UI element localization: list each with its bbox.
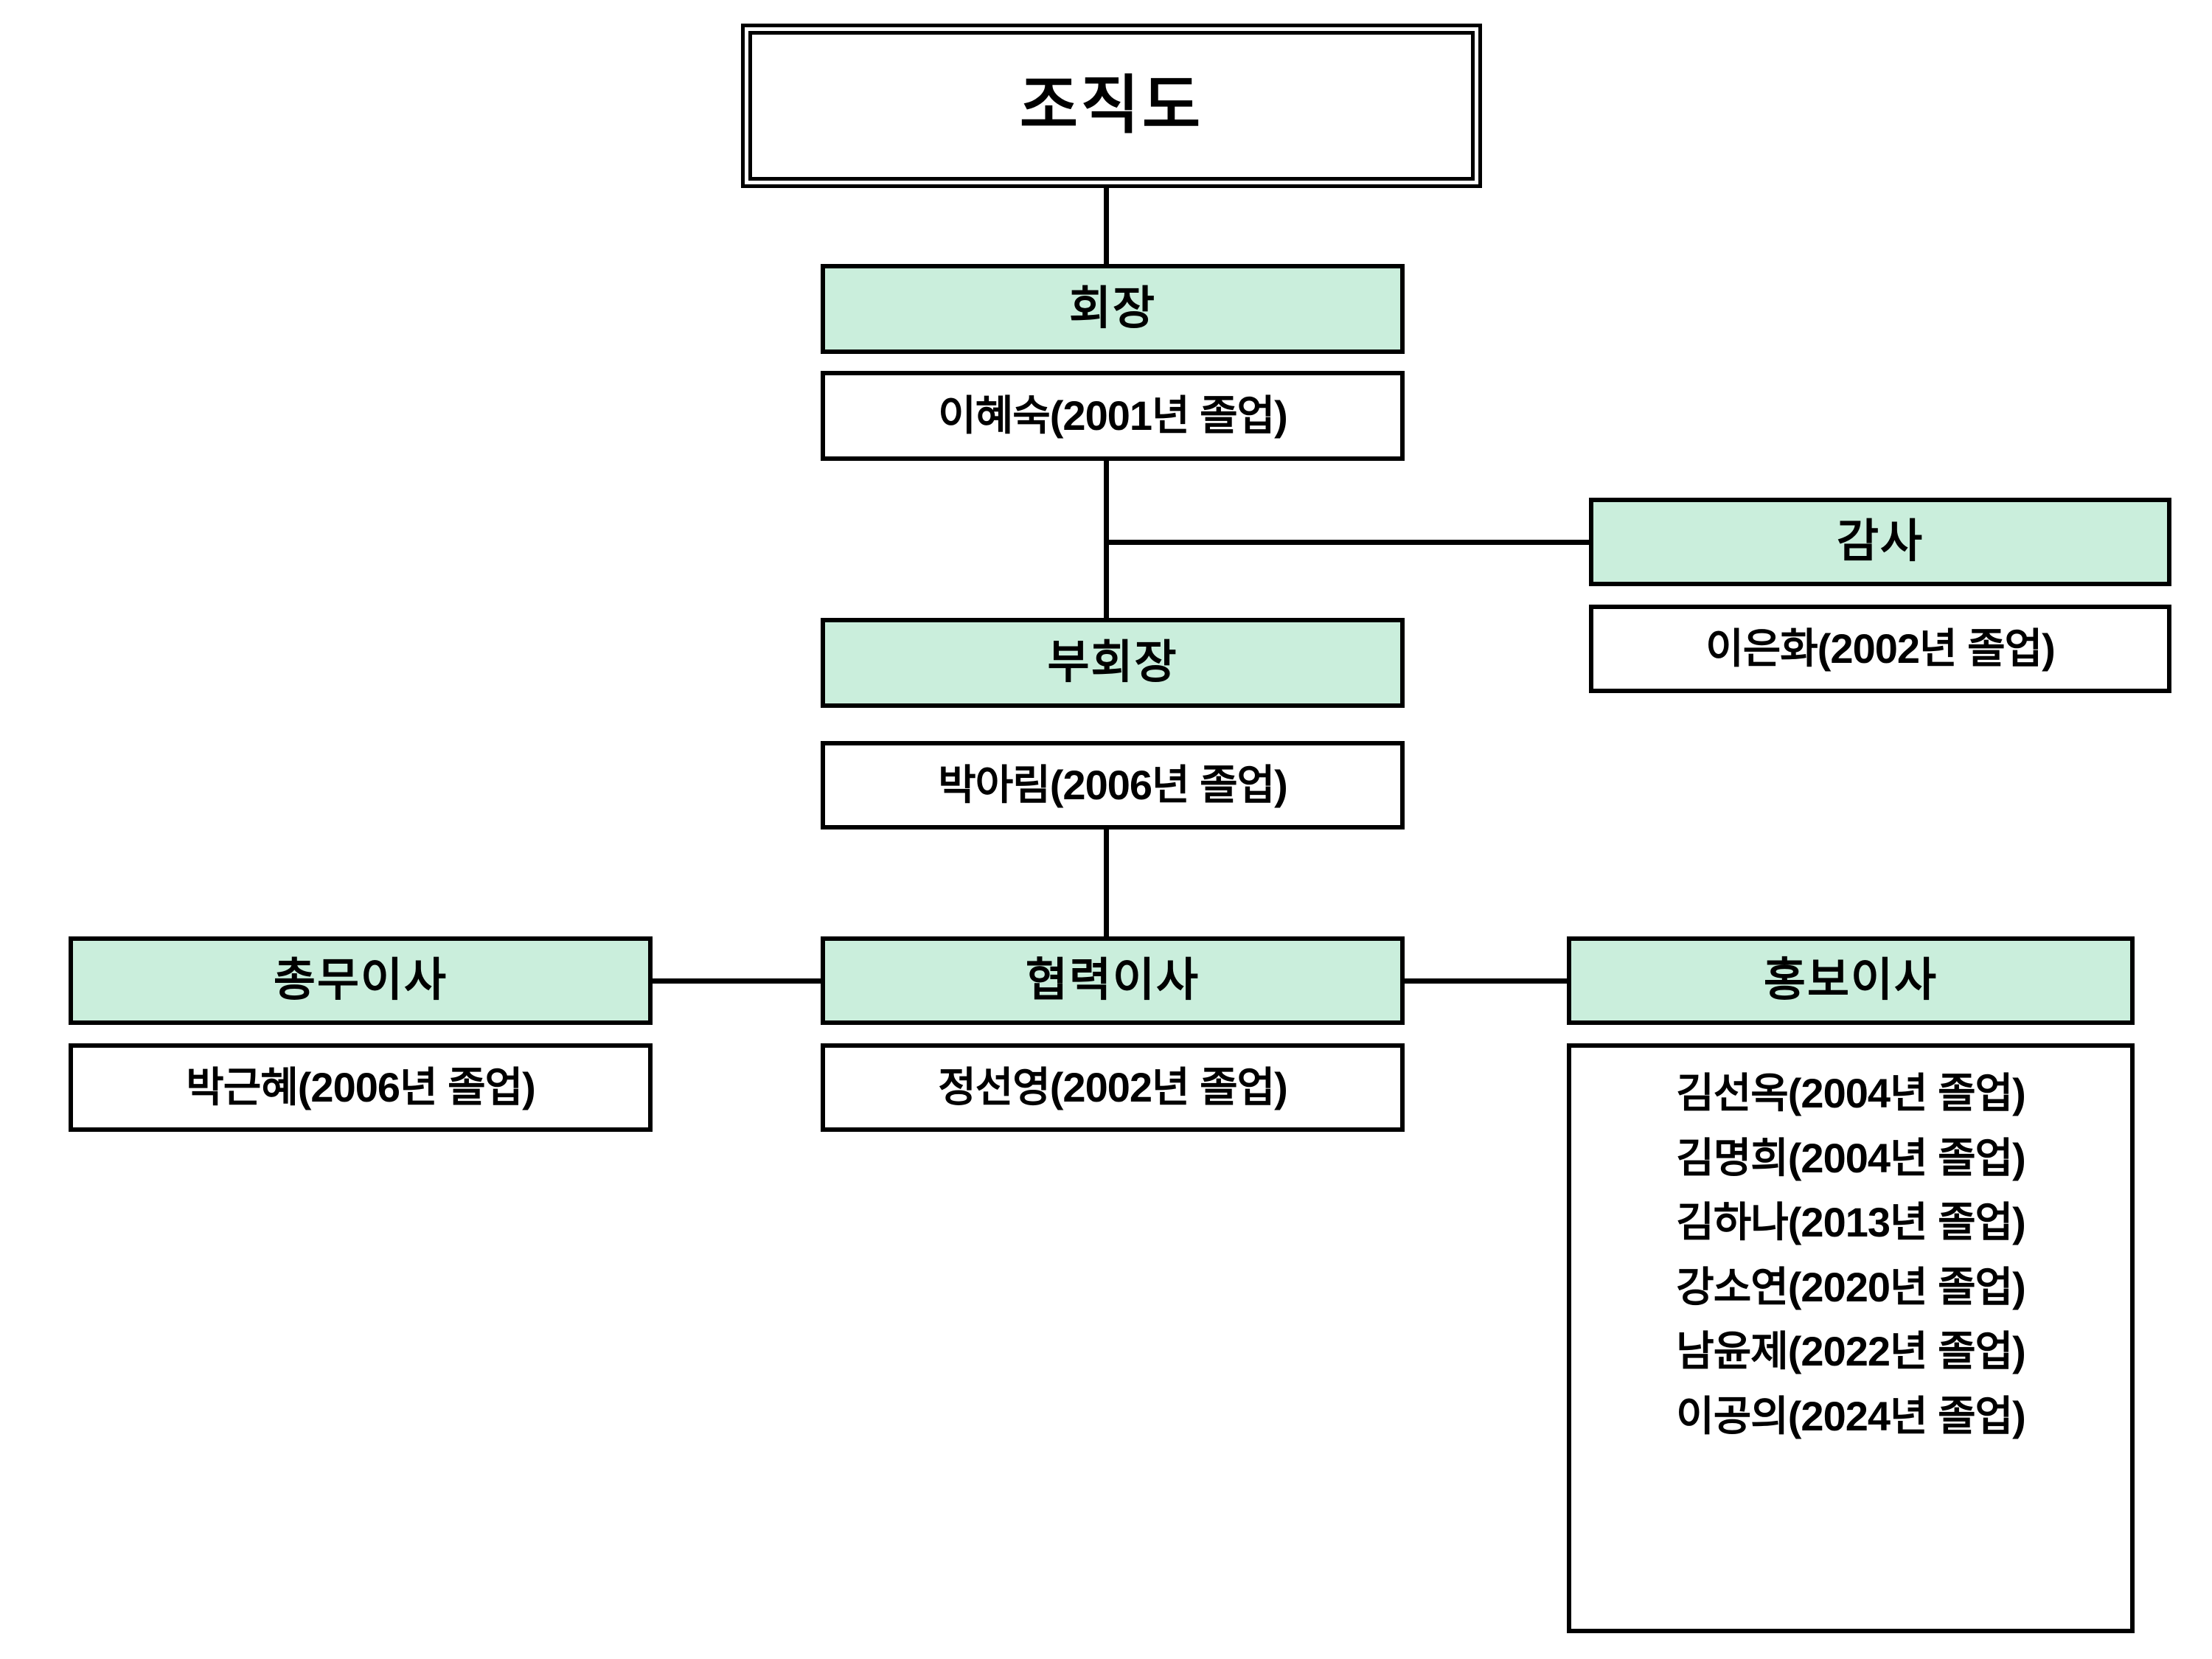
node-auditor-member[interactable]: 이은화(2002년 졸업) [1589, 605, 2171, 693]
node-auditor-role-label: 감사 [1836, 515, 1924, 567]
connector-vicepresident-to-cooperation [1104, 830, 1109, 936]
connector-cooperation-to-publicity [1402, 978, 1570, 984]
chart-title-inner-frame: 조직도 [748, 31, 1475, 181]
node-president-member[interactable]: 이혜숙(2001년 졸업) [821, 371, 1405, 461]
node-vicepresident-role[interactable]: 부회장 [821, 618, 1405, 708]
node-publicity-member-name: 이공의(2024년 졸업) [1676, 1392, 2026, 1439]
connector-cooperation-to-generalaffairs [653, 978, 824, 984]
node-publicity-member-name: 김하나(2013년 졸업) [1676, 1199, 2026, 1246]
chart-title-box: 조직도 [741, 24, 1482, 188]
node-president-role[interactable]: 회장 [821, 264, 1405, 354]
node-auditor-member-name: 이은화(2002년 졸업) [1705, 625, 2056, 672]
node-vicepresident-role-label: 부회장 [1047, 636, 1178, 688]
node-vicepresident-member[interactable]: 박아림(2006년 졸업) [821, 741, 1405, 830]
node-publicity-member-name: 강소연(2020년 졸업) [1676, 1263, 2026, 1310]
node-publicity-role-label: 홍보이사 [1763, 954, 1938, 1006]
node-publicity-member-name: 남윤제(2022년 졸업) [1676, 1328, 2026, 1375]
node-generalaffairs-member[interactable]: 박근혜(2006년 졸업) [69, 1043, 653, 1132]
connector-title-to-president [1104, 188, 1109, 265]
node-generalaffairs-role[interactable]: 총무이사 [69, 936, 653, 1025]
connector-president-to-vicepresident [1104, 461, 1109, 618]
node-publicity-member-list[interactable]: 김선옥(2004년 졸업) 김명희(2004년 졸업) 김하나(2013년 졸업) 강… [1567, 1043, 2135, 1633]
node-publicity-member-name: 김명희(2004년 졸업) [1676, 1134, 2026, 1181]
node-cooperation-role[interactable]: 협력이사 [821, 936, 1405, 1025]
node-president-member-name: 이혜숙(2001년 졸업) [938, 392, 1288, 439]
node-publicity-role[interactable]: 홍보이사 [1567, 936, 2135, 1025]
page-title: 조직도 [1019, 70, 1204, 142]
connector-president-to-auditor [1104, 540, 1589, 545]
node-generalaffairs-role-label: 총무이사 [273, 954, 448, 1006]
node-president-role-label: 회장 [1068, 282, 1157, 334]
node-generalaffairs-member-name: 박근혜(2006년 졸업) [186, 1064, 536, 1111]
node-publicity-member-name: 김선옥(2004년 졸업) [1676, 1070, 2026, 1116]
node-auditor-role[interactable]: 감사 [1589, 498, 2171, 586]
node-vicepresident-member-name: 박아림(2006년 졸업) [938, 762, 1288, 809]
node-cooperation-member-name: 정선영(2002년 졸업) [938, 1064, 1288, 1111]
node-cooperation-member[interactable]: 정선영(2002년 졸업) [821, 1043, 1405, 1132]
node-cooperation-role-label: 협력이사 [1025, 954, 1200, 1006]
